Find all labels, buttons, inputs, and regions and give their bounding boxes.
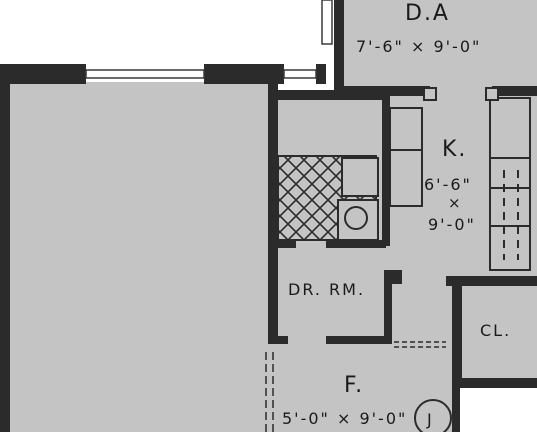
wall-bath-bottom-b: [326, 240, 386, 248]
unit-marker-label: J: [426, 410, 432, 429]
foyer-floor: [270, 342, 460, 432]
foyer-label: F.: [344, 373, 364, 398]
wall-exterior-top-right: [316, 64, 326, 84]
kitchen-fixtures: [389, 87, 531, 271]
wall-drrm-right: [384, 270, 392, 340]
wall-kitchen-left: [382, 96, 390, 246]
kitchen-counter-left: [389, 107, 423, 207]
dressing-room-floor: [276, 246, 392, 342]
bathroom-fixtures: [277, 155, 379, 241]
wall-exterior-top-left: [0, 64, 86, 84]
foyer-dims: 5'-0" × 9'-0": [282, 409, 407, 428]
wall-closet-bottom: [452, 378, 537, 388]
window-living-2: [283, 69, 317, 79]
kitchen-dim-width: 6'-6": [424, 175, 472, 194]
post: [423, 87, 437, 101]
windows: [85, 0, 333, 79]
wall-da-bottom: [334, 86, 430, 96]
wall-closet-top: [446, 276, 537, 286]
wall-foyer-left: [268, 336, 288, 344]
window-living-1: [85, 69, 205, 79]
kitchen-dim-length: 9'-0": [428, 215, 476, 234]
dining-area-dims: 7'-6" × 9'-0": [356, 37, 481, 56]
wall-da-bottom-right: [492, 86, 537, 96]
dressing-room-label: DR. RM.: [288, 280, 365, 299]
kitchen-label: K.: [442, 137, 467, 162]
wall-da-left: [334, 0, 344, 92]
wall-foyer-right: [452, 386, 460, 432]
closet-floor: [458, 286, 537, 378]
doors: [265, 341, 446, 432]
closet-label: CL.: [480, 321, 511, 340]
wall-bath-top: [276, 90, 390, 100]
dining-area-label: D.A: [405, 1, 450, 26]
wall-living-right: [268, 84, 278, 340]
bath-toilet: [344, 206, 368, 230]
unit-marker-circle: [414, 399, 452, 432]
post: [485, 87, 499, 101]
wall-exterior-left: [0, 64, 10, 432]
kitchen-dim-separator: ×: [448, 194, 463, 212]
kitchen-counter-right: [489, 97, 531, 271]
wall-drrm-bottom: [326, 336, 392, 344]
wall-stub-right: [388, 270, 402, 284]
bath-sink: [341, 157, 379, 197]
wall-bath-bottom-a: [276, 240, 296, 248]
dining-area-floor: [340, 0, 537, 92]
window-da: [321, 0, 333, 45]
wall-exterior-top-mid: [204, 64, 284, 84]
kitchen-floor: [390, 92, 537, 280]
living-room-floor: [0, 82, 276, 432]
wall-closet-left: [452, 276, 462, 386]
